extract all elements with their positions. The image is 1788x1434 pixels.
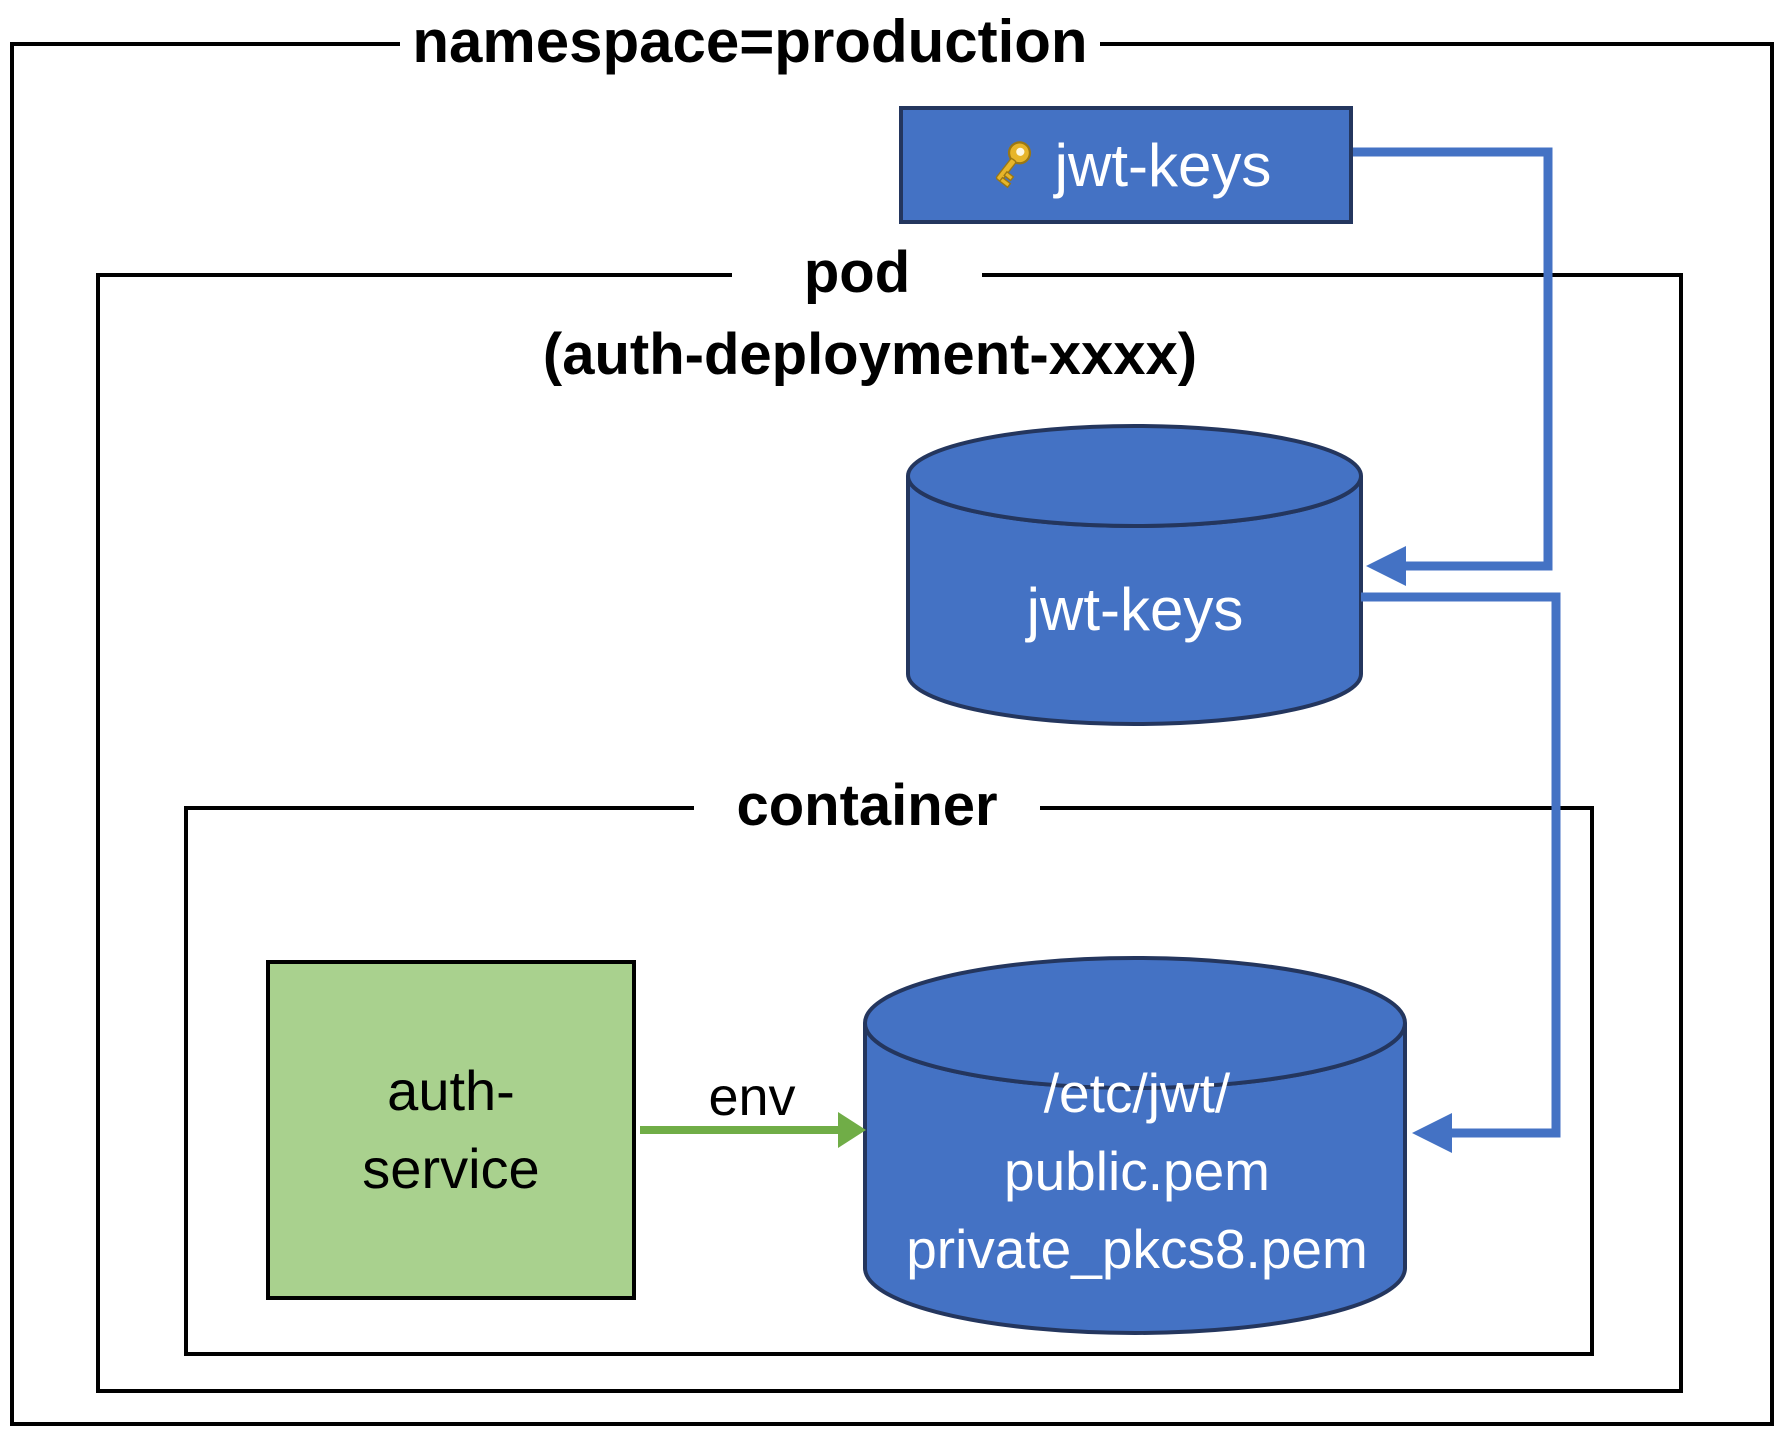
service-box: auth- service — [266, 960, 636, 1300]
key-icon — [981, 136, 1039, 194]
container-label: container — [694, 773, 1040, 839]
mount-label: /etc/jwt/ public.pem private_pkcs8.pem — [870, 1054, 1404, 1288]
pod-label: pod — [732, 240, 982, 306]
service-label-line2: service — [362, 1137, 540, 1200]
pod-sublabel: (auth-deployment-xxxx) — [542, 322, 1198, 387]
service-label-line1: auth- — [387, 1059, 515, 1122]
secret-box: jwt-keys — [899, 106, 1353, 224]
mount-public-line: public.pem — [1004, 1140, 1270, 1202]
mount-private-line: private_pkcs8.pem — [906, 1218, 1368, 1280]
namespace-label: namespace=production — [400, 6, 1100, 78]
volume-label: jwt-keys — [1026, 576, 1244, 643]
secret-label: jwt-keys — [1054, 131, 1272, 199]
env-arrow-label: env — [708, 1067, 796, 1127]
mount-path-line: /etc/jwt/ — [1043, 1062, 1231, 1124]
